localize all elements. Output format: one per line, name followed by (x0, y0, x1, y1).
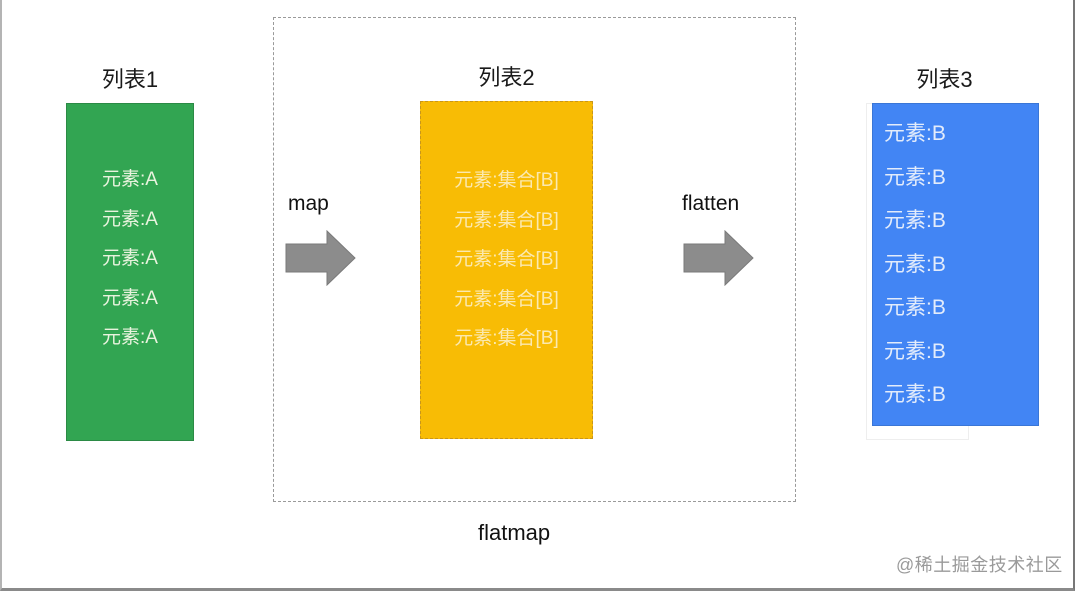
list1-item: 元素:A (102, 327, 158, 348)
list1-item: 元素:A (102, 208, 158, 230)
list1-item: 元素:A (102, 169, 158, 190)
list2-item: 元素:集合[B] (454, 249, 559, 270)
map-arrow-icon (285, 230, 356, 286)
list1-title: 列表1 (101, 67, 159, 92)
list2-item: 元素:集合[B] (454, 288, 559, 310)
list3-box: 元素:B 元素:B 元素:B 元素:B 元素:B 元素:B 元素:B (872, 103, 1039, 426)
list3-item: 元素:B (884, 209, 946, 233)
list3-title: 列表3 (916, 67, 973, 92)
list2-box: 元素:集合[B] 元素:集合[B] 元素:集合[B] 元素:集合[B] 元素:集… (420, 101, 593, 439)
list3-item: 元素:B (884, 383, 946, 407)
list3-item: 元素:B (884, 339, 946, 363)
list3-item: 元素:B (884, 122, 946, 145)
flatmap-group-box (273, 17, 796, 502)
list2-item: 元素:集合[B] (454, 328, 559, 349)
list3-item: 元素:B (884, 296, 946, 320)
list1-item: 元素:A (102, 287, 158, 309)
list2-title: 列表2 (478, 65, 535, 90)
flatten-label: flatten (682, 192, 740, 215)
list3-item: 元素:B (884, 252, 946, 276)
flatmap-label: flatmap (478, 520, 551, 545)
list1-item: 元素:A (102, 248, 158, 269)
watermark: @稀土掘金技术社区 (896, 555, 1063, 575)
flatten-arrow-icon (683, 230, 754, 286)
list2-item: 元素:集合[B] (454, 170, 559, 191)
map-label: map (288, 192, 329, 215)
list1-box: 元素:A 元素:A 元素:A 元素:A 元素:A (66, 103, 194, 441)
list3-item: 元素:B (884, 165, 946, 189)
list2-item: 元素:集合[B] (454, 209, 559, 231)
